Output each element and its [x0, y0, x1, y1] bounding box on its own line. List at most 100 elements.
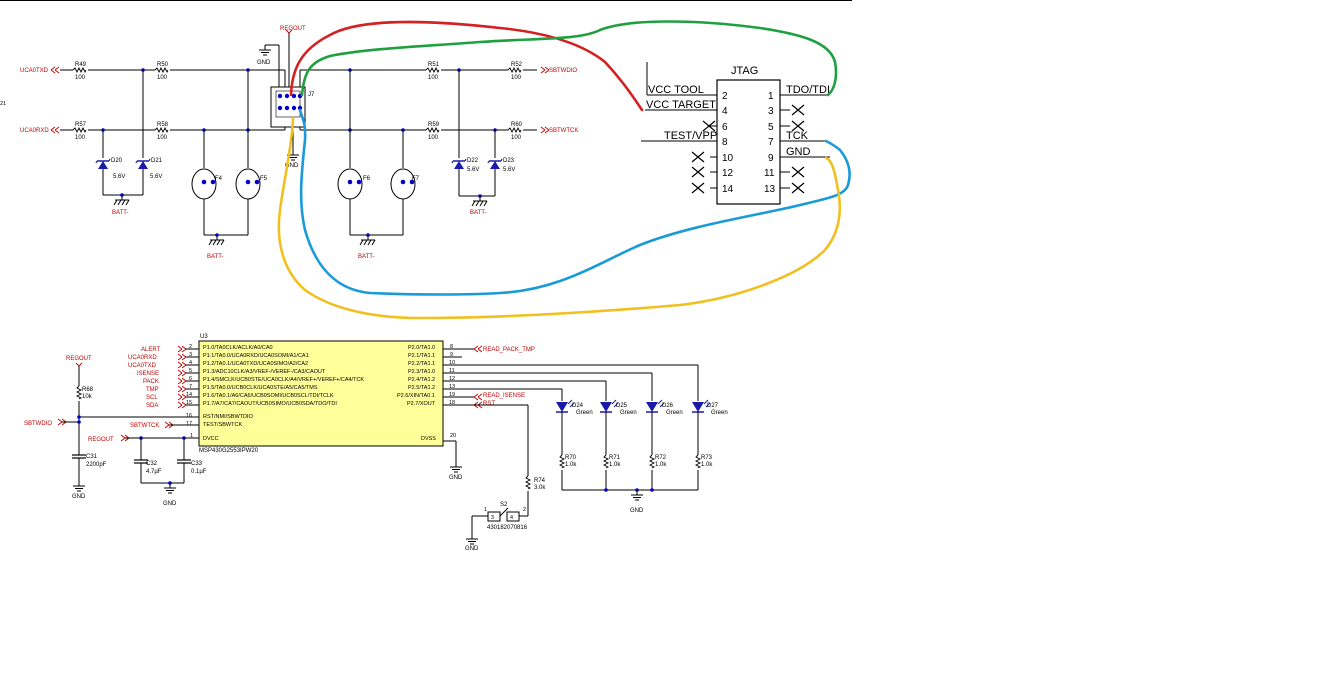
- c33-ref: C33: [191, 461, 203, 467]
- r49-ref: R49: [75, 62, 87, 68]
- nc-mark: [791, 166, 805, 178]
- mcu-pin-name-20: DVSS: [421, 436, 436, 442]
- r58-ref: R58: [157, 122, 169, 128]
- mcu-pin-name-16: RST/NMI/SBWTDIO: [203, 414, 254, 420]
- edge-label: 21: [0, 101, 6, 107]
- jtag-label-gnd: GND: [786, 146, 811, 158]
- net-regout-r68: REGOUT: [66, 356, 92, 362]
- nc-mark: [791, 104, 805, 116]
- net-uca0txd: UCA0TXD: [20, 68, 49, 74]
- d26-ref: D26: [662, 403, 674, 409]
- jtag-pin-10: 10: [722, 153, 734, 164]
- mcu-pin-num-15: 15: [186, 400, 192, 406]
- mcu-pin-name-12: P2.4/TA1.2: [408, 377, 435, 383]
- hand-wire-blue: [298, 108, 851, 296]
- d21-ref: D21: [151, 158, 163, 164]
- nc-mark: [691, 182, 705, 194]
- net-read-isense: READ_ISENSE: [483, 393, 525, 399]
- r51-ref: R51: [428, 62, 440, 68]
- net-sbtwtck-mcu: SBTWTCK: [130, 423, 159, 429]
- r71-ref: R71: [609, 455, 621, 461]
- s2-pin-a: 1: [484, 507, 487, 513]
- mcu-pin-num-11: 11: [449, 368, 455, 374]
- f4-ref: F4: [215, 176, 223, 182]
- mcu-pin-name-18: P2.7/XOUT: [407, 401, 436, 407]
- net-isense: ISENSE: [137, 371, 159, 377]
- s2-pin-d: 4: [510, 515, 513, 521]
- gnd-label-switch: GND: [465, 546, 479, 552]
- c31-ref: C31: [86, 454, 98, 460]
- mcu-pin-num-14: 14: [186, 392, 192, 398]
- r58-val: 100: [157, 135, 168, 141]
- r59-val: 100: [428, 135, 439, 141]
- net-alert: ALERT: [141, 347, 161, 353]
- c32-ref: C32: [146, 461, 158, 467]
- batt-label-1: BATT-: [112, 210, 129, 216]
- r51-val: 100: [428, 75, 439, 81]
- d26-val: Green: [666, 410, 683, 416]
- mcu-ref: U3: [200, 334, 208, 340]
- jtag-connector: JTAG VCC TOOL VCC TARGET TEST/VPP 2 4 6 …: [641, 62, 830, 205]
- d24-ref: D24: [572, 403, 584, 409]
- r60-val: 100: [511, 135, 522, 141]
- mcu-pin-num-20: 20: [450, 433, 456, 439]
- r74-ref: R74: [534, 478, 546, 484]
- mcu-pin-num-4: 4: [189, 360, 192, 366]
- mcu-pin-name-14: P1.6/TA0.1/A6/CA6/UCB0SOMI/UCB0SCL/TDI/T…: [203, 393, 334, 399]
- jtag-pin-3: 3: [768, 106, 774, 117]
- d25-val: Green: [620, 410, 637, 416]
- jtag-pin-1: 1: [768, 91, 774, 102]
- net-uca0rxd: UCA0RXD: [20, 128, 49, 134]
- gnd-label-top: GND: [257, 60, 271, 66]
- mcu-pin-name-5: P1.3/ADC10CLK/A3/VREF-/VEREF-/CA3/CAOUT: [203, 369, 326, 375]
- mcu-pin-num-9: 9: [450, 352, 453, 358]
- d23-ref: D23: [503, 158, 515, 164]
- r73-val: 1.0k: [701, 462, 713, 468]
- batt-label-4: BATT-: [470, 210, 487, 216]
- net-uca0rxd-mcu: UCA0RXD: [128, 355, 157, 361]
- r68-ref: R68: [82, 387, 94, 393]
- mcu-pin-num-8: 8: [450, 344, 453, 350]
- hand-wire-green: [300, 20, 838, 97]
- r59-ref: R59: [428, 122, 440, 128]
- c33-val: 0.1µF: [191, 469, 207, 475]
- connector-j7: [270, 86, 306, 128]
- r71-val: 1.0k: [609, 462, 621, 468]
- gnd-label-c31: GND: [72, 494, 86, 500]
- mcu-pin-name-6: P1.4/SMCLK/UCB0STE/UCA0CLK/A4/VREF+/VERE…: [203, 377, 364, 383]
- f5-ref: F5: [260, 176, 268, 182]
- net-regout-dvcc: REGOUT: [88, 437, 114, 443]
- d20-ref: D20: [111, 158, 123, 164]
- d24-val: Green: [576, 410, 593, 416]
- jtag-label-tck: TCK: [786, 130, 809, 142]
- nc-mark: [691, 166, 705, 178]
- mcu-pin-num-19: 19: [449, 392, 455, 398]
- mcu-pin-num-12: 12: [449, 376, 455, 382]
- jtag-pin-4: 4: [722, 106, 728, 117]
- mcu-pin-name-17: TEST/SBWTCK: [203, 422, 242, 428]
- hand-wire-yellow: [277, 116, 842, 320]
- d20-val: 5.6V: [113, 174, 125, 180]
- jtag-label-vcc-tool: VCC TOOL: [648, 84, 704, 96]
- r50-ref: R50: [157, 62, 169, 68]
- mcu-pin-name-1: DVCC: [203, 436, 219, 442]
- d21-val: 5.6V: [150, 174, 162, 180]
- hand-wire-red: [289, 20, 644, 112]
- jtag-pin-5: 5: [768, 122, 774, 133]
- d22-val: 5.6V: [467, 167, 479, 173]
- mcu-pin-num-10: 10: [449, 360, 455, 366]
- mcu-pin-name-11: P2.3/TA1.0: [408, 369, 435, 375]
- net-sda: SDA: [146, 403, 158, 409]
- jtag-pin-13: 13: [764, 184, 776, 195]
- c32-val: 4.7µF: [146, 469, 162, 475]
- gnd-label-dvss: GND: [449, 475, 463, 481]
- s2-ref: S2: [500, 502, 508, 508]
- mcu-pin-num-1: 1: [190, 433, 193, 439]
- r70-ref: R70: [565, 455, 577, 461]
- gnd-label-top-2: GND: [285, 163, 299, 169]
- r60-ref: R60: [511, 122, 523, 128]
- mcu-body: [198, 340, 444, 447]
- r52-val: 100: [511, 75, 522, 81]
- r72-val: 1.0k: [655, 462, 667, 468]
- mcu-pin-name-4: P1.2/TA0.1/UCA0TXD/UCA0SIMO/A2/CA2: [203, 361, 308, 367]
